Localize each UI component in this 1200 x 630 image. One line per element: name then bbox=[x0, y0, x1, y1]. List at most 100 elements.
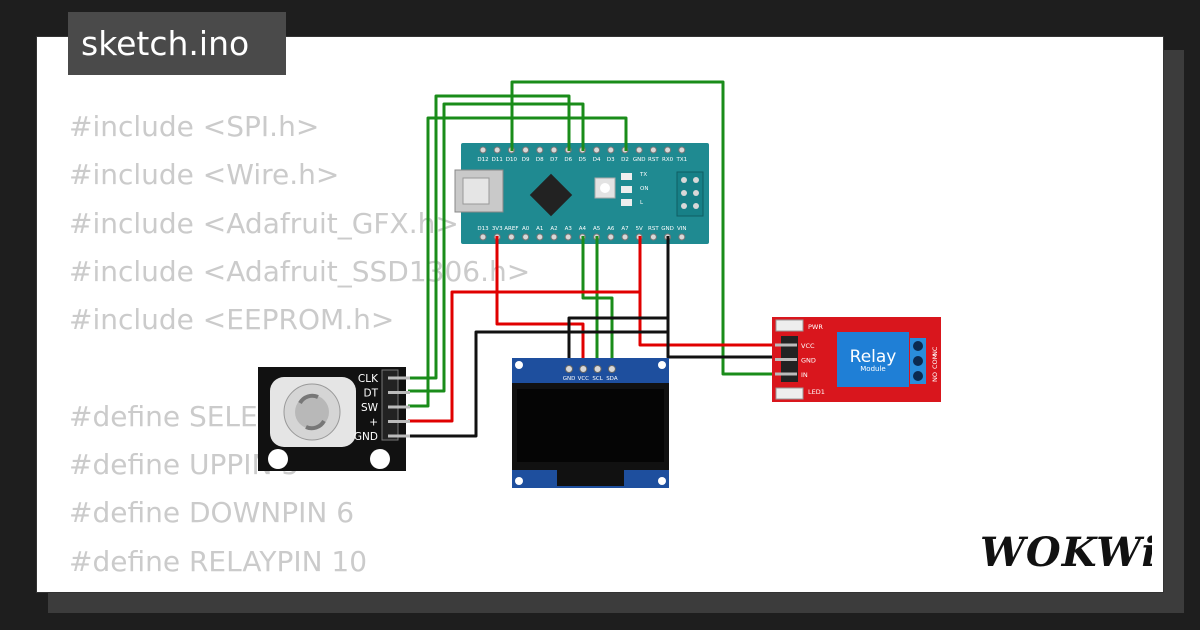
pin-label: D6 bbox=[564, 157, 572, 163]
relay-title: Relay bbox=[850, 347, 897, 367]
oled-pin-sda[interactable] bbox=[607, 365, 616, 373]
pin-label: A7 bbox=[621, 226, 629, 232]
pin-d13[interactable] bbox=[479, 233, 487, 241]
pin-vin[interactable] bbox=[678, 233, 686, 241]
encoder-pin-label: DT bbox=[364, 388, 379, 400]
pin-rst[interactable] bbox=[649, 146, 657, 154]
pin-a3[interactable] bbox=[564, 233, 572, 241]
relay-led-label: LED1 bbox=[808, 388, 825, 396]
icsp-header bbox=[676, 171, 704, 217]
encoder-pin[interactable] bbox=[388, 376, 410, 380]
oled-pin-label: SCL bbox=[592, 376, 603, 382]
wokwi-logo: WOKWi bbox=[980, 529, 1152, 576]
pin-d3[interactable] bbox=[607, 146, 615, 154]
label-tx: TX bbox=[639, 172, 647, 178]
code-line: #include <Adafruit_SSD1306.h> bbox=[69, 254, 531, 288]
oled-pin-gnd[interactable] bbox=[565, 365, 573, 373]
pin-label: A0 bbox=[522, 226, 530, 232]
relay-terminal-label: NO bbox=[931, 372, 939, 382]
pin-d8[interactable] bbox=[536, 146, 544, 154]
code-line: #include <Wire.h> bbox=[69, 158, 340, 192]
pin-label: D8 bbox=[536, 157, 544, 163]
pin-a1[interactable] bbox=[536, 233, 544, 241]
relay-pin-label: IN bbox=[801, 371, 808, 379]
pin-gnd[interactable] bbox=[635, 146, 643, 154]
encoder-pin[interactable] bbox=[388, 405, 410, 409]
pin-label: D2 bbox=[621, 157, 629, 163]
wire-gnd-encoder bbox=[408, 330, 668, 438]
encoder-pin[interactable] bbox=[388, 391, 410, 394]
code-line: #include <SPI.h> bbox=[69, 110, 320, 143]
icsp-pin bbox=[693, 190, 699, 196]
code-line: #include <Adafruit_GFX.h> bbox=[69, 206, 459, 240]
pin-label: GND bbox=[661, 226, 674, 232]
pin-label: A5 bbox=[593, 226, 601, 232]
pin-a7[interactable] bbox=[621, 233, 629, 241]
pin-d7[interactable] bbox=[550, 146, 558, 154]
pin-label: A2 bbox=[550, 226, 557, 232]
code-preview: #include <SPI.h> #include <Wire.h> #includ… bbox=[69, 103, 531, 592]
pin-d12[interactable] bbox=[479, 146, 487, 154]
icsp-pin bbox=[693, 177, 699, 183]
pin-label: AREF bbox=[504, 226, 518, 232]
pin-aref[interactable] bbox=[507, 233, 515, 241]
pin-label: D9 bbox=[522, 157, 530, 163]
relay-pin-vcc[interactable] bbox=[775, 343, 797, 347]
pin-label: D3 bbox=[607, 157, 615, 163]
relay-pin-gnd[interactable] bbox=[775, 358, 797, 361]
pin-a6[interactable] bbox=[607, 233, 615, 241]
encoder-pin-label: GND bbox=[354, 431, 378, 443]
relay-pin-label: VCC bbox=[801, 342, 815, 350]
pin-label: D13 bbox=[477, 226, 489, 232]
oled-pin-scl[interactable] bbox=[593, 365, 602, 373]
oled-pin-label: VCC bbox=[578, 376, 590, 382]
pin-label: D7 bbox=[550, 157, 558, 163]
wire-5v-encoder bbox=[408, 290, 640, 423]
icsp-pin bbox=[681, 203, 687, 209]
pin-label: D4 bbox=[593, 157, 601, 163]
oled-pin-label: SDA bbox=[606, 376, 618, 382]
code-line: #define DOWNPIN 6 bbox=[69, 496, 355, 530]
icsp-pin bbox=[693, 203, 699, 209]
oled-screen bbox=[517, 389, 664, 462]
encoder-pin[interactable] bbox=[388, 420, 410, 423]
pin-label: RST bbox=[648, 157, 659, 163]
wires bbox=[408, 80, 780, 438]
wire-3v3-vcc bbox=[495, 236, 585, 370]
encoder-pin[interactable] bbox=[388, 434, 410, 438]
label-l: L bbox=[640, 200, 644, 206]
pin-d4[interactable] bbox=[593, 146, 601, 154]
encoder-pin-label: CLK bbox=[358, 373, 379, 385]
sketch-title[interactable]: sketch.ino bbox=[68, 12, 286, 75]
pin-tx1[interactable] bbox=[678, 146, 686, 154]
oled-pin-vcc[interactable] bbox=[579, 365, 588, 373]
pin-label: RX0 bbox=[662, 157, 674, 163]
code-line: #include <EEPROM.h> bbox=[69, 303, 395, 337]
pin-d11[interactable] bbox=[493, 146, 501, 154]
pin-label: A6 bbox=[607, 226, 615, 232]
relay-box bbox=[837, 332, 909, 387]
label-on: ON bbox=[640, 186, 648, 192]
wire-gnd-relay bbox=[666, 236, 780, 359]
pin-a0[interactable] bbox=[522, 233, 530, 241]
pin-label: 5V bbox=[636, 226, 643, 232]
pin-label: D10 bbox=[506, 157, 518, 163]
pin-rx0[interactable] bbox=[664, 146, 672, 154]
pin-label: A3 bbox=[565, 226, 573, 232]
pin-label: A4 bbox=[579, 226, 587, 232]
relay-pin-in[interactable] bbox=[775, 372, 797, 376]
pin-label: GND bbox=[633, 157, 646, 163]
pin-d9[interactable] bbox=[522, 146, 530, 154]
pin-rst[interactable] bbox=[649, 233, 657, 241]
pin-a2[interactable] bbox=[550, 233, 558, 241]
preview-card: #include <SPI.h> #include <Wire.h> #includ… bbox=[36, 36, 1164, 593]
arduino-board bbox=[461, 143, 709, 244]
wire-gnd-oled bbox=[567, 316, 668, 370]
pin-label: 3V3 bbox=[492, 226, 503, 232]
